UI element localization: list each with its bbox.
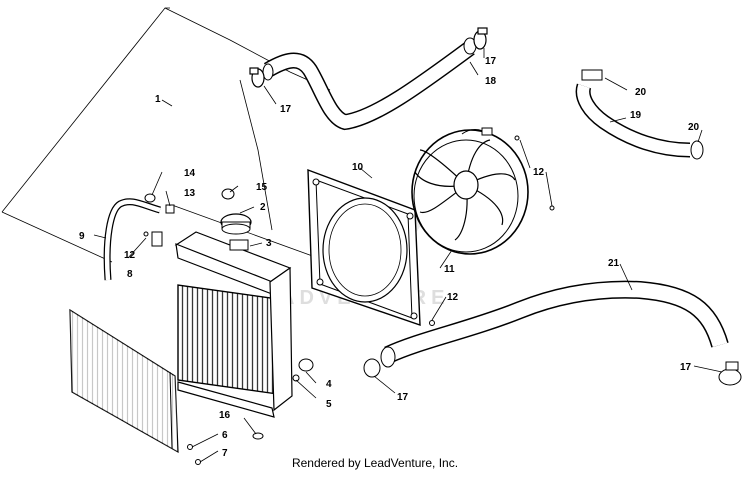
callout-10: 10 xyxy=(352,162,364,173)
callout-3: 3 xyxy=(266,238,272,249)
callout-20-lower: 20 xyxy=(688,122,700,133)
overflow-hose xyxy=(103,198,161,281)
callout-1: 1 xyxy=(155,94,161,105)
callout-14: 14 xyxy=(184,168,196,179)
callout-20-upper: 20 xyxy=(635,87,647,98)
callout-4: 4 xyxy=(326,379,332,390)
callout-19: 19 xyxy=(630,110,642,121)
callout-13: 13 xyxy=(184,188,196,199)
radiator-cap xyxy=(220,213,252,235)
callout-17-lower-right: 17 xyxy=(680,362,692,373)
callout-16: 16 xyxy=(219,410,231,421)
callout-2: 2 xyxy=(260,202,266,213)
hose-clamp xyxy=(249,27,488,88)
callout-9: 9 xyxy=(79,231,85,242)
lower-radiator-hose xyxy=(363,280,742,386)
callout-11: 11 xyxy=(444,264,455,275)
radiator xyxy=(174,231,293,418)
hardware xyxy=(143,135,555,465)
upper-radiator-hose xyxy=(262,37,477,131)
callout-7: 7 xyxy=(222,448,228,459)
callout-17-upper-left: 17 xyxy=(280,104,292,115)
callout-15: 15 xyxy=(256,182,268,193)
fan-shroud xyxy=(307,168,421,326)
callout-18: 18 xyxy=(485,76,497,87)
callout-8: 8 xyxy=(127,269,133,280)
coolant-hose-19 xyxy=(575,69,704,160)
callout-17-upper-right: 17 xyxy=(485,56,497,67)
callout-12-shroud: 12 xyxy=(447,292,459,303)
callout-17-lower-left: 17 xyxy=(397,392,409,403)
callout-12-right: 12 xyxy=(533,167,545,178)
callout-labels: 1 2 3 4 5 6 7 8 9 10 11 12 12 12 13 14 1… xyxy=(79,56,700,459)
callout-21: 21 xyxy=(608,258,620,269)
callout-12-left: 12 xyxy=(124,250,136,261)
radiator-screen xyxy=(69,308,179,454)
electric-cooling-fan xyxy=(411,127,529,255)
render-credit: Rendered by LeadVenture, Inc. xyxy=(291,456,459,470)
callout-5: 5 xyxy=(326,399,332,410)
callout-6: 6 xyxy=(222,430,228,441)
assembly-outline xyxy=(1,7,331,263)
leader-lines xyxy=(93,48,723,463)
